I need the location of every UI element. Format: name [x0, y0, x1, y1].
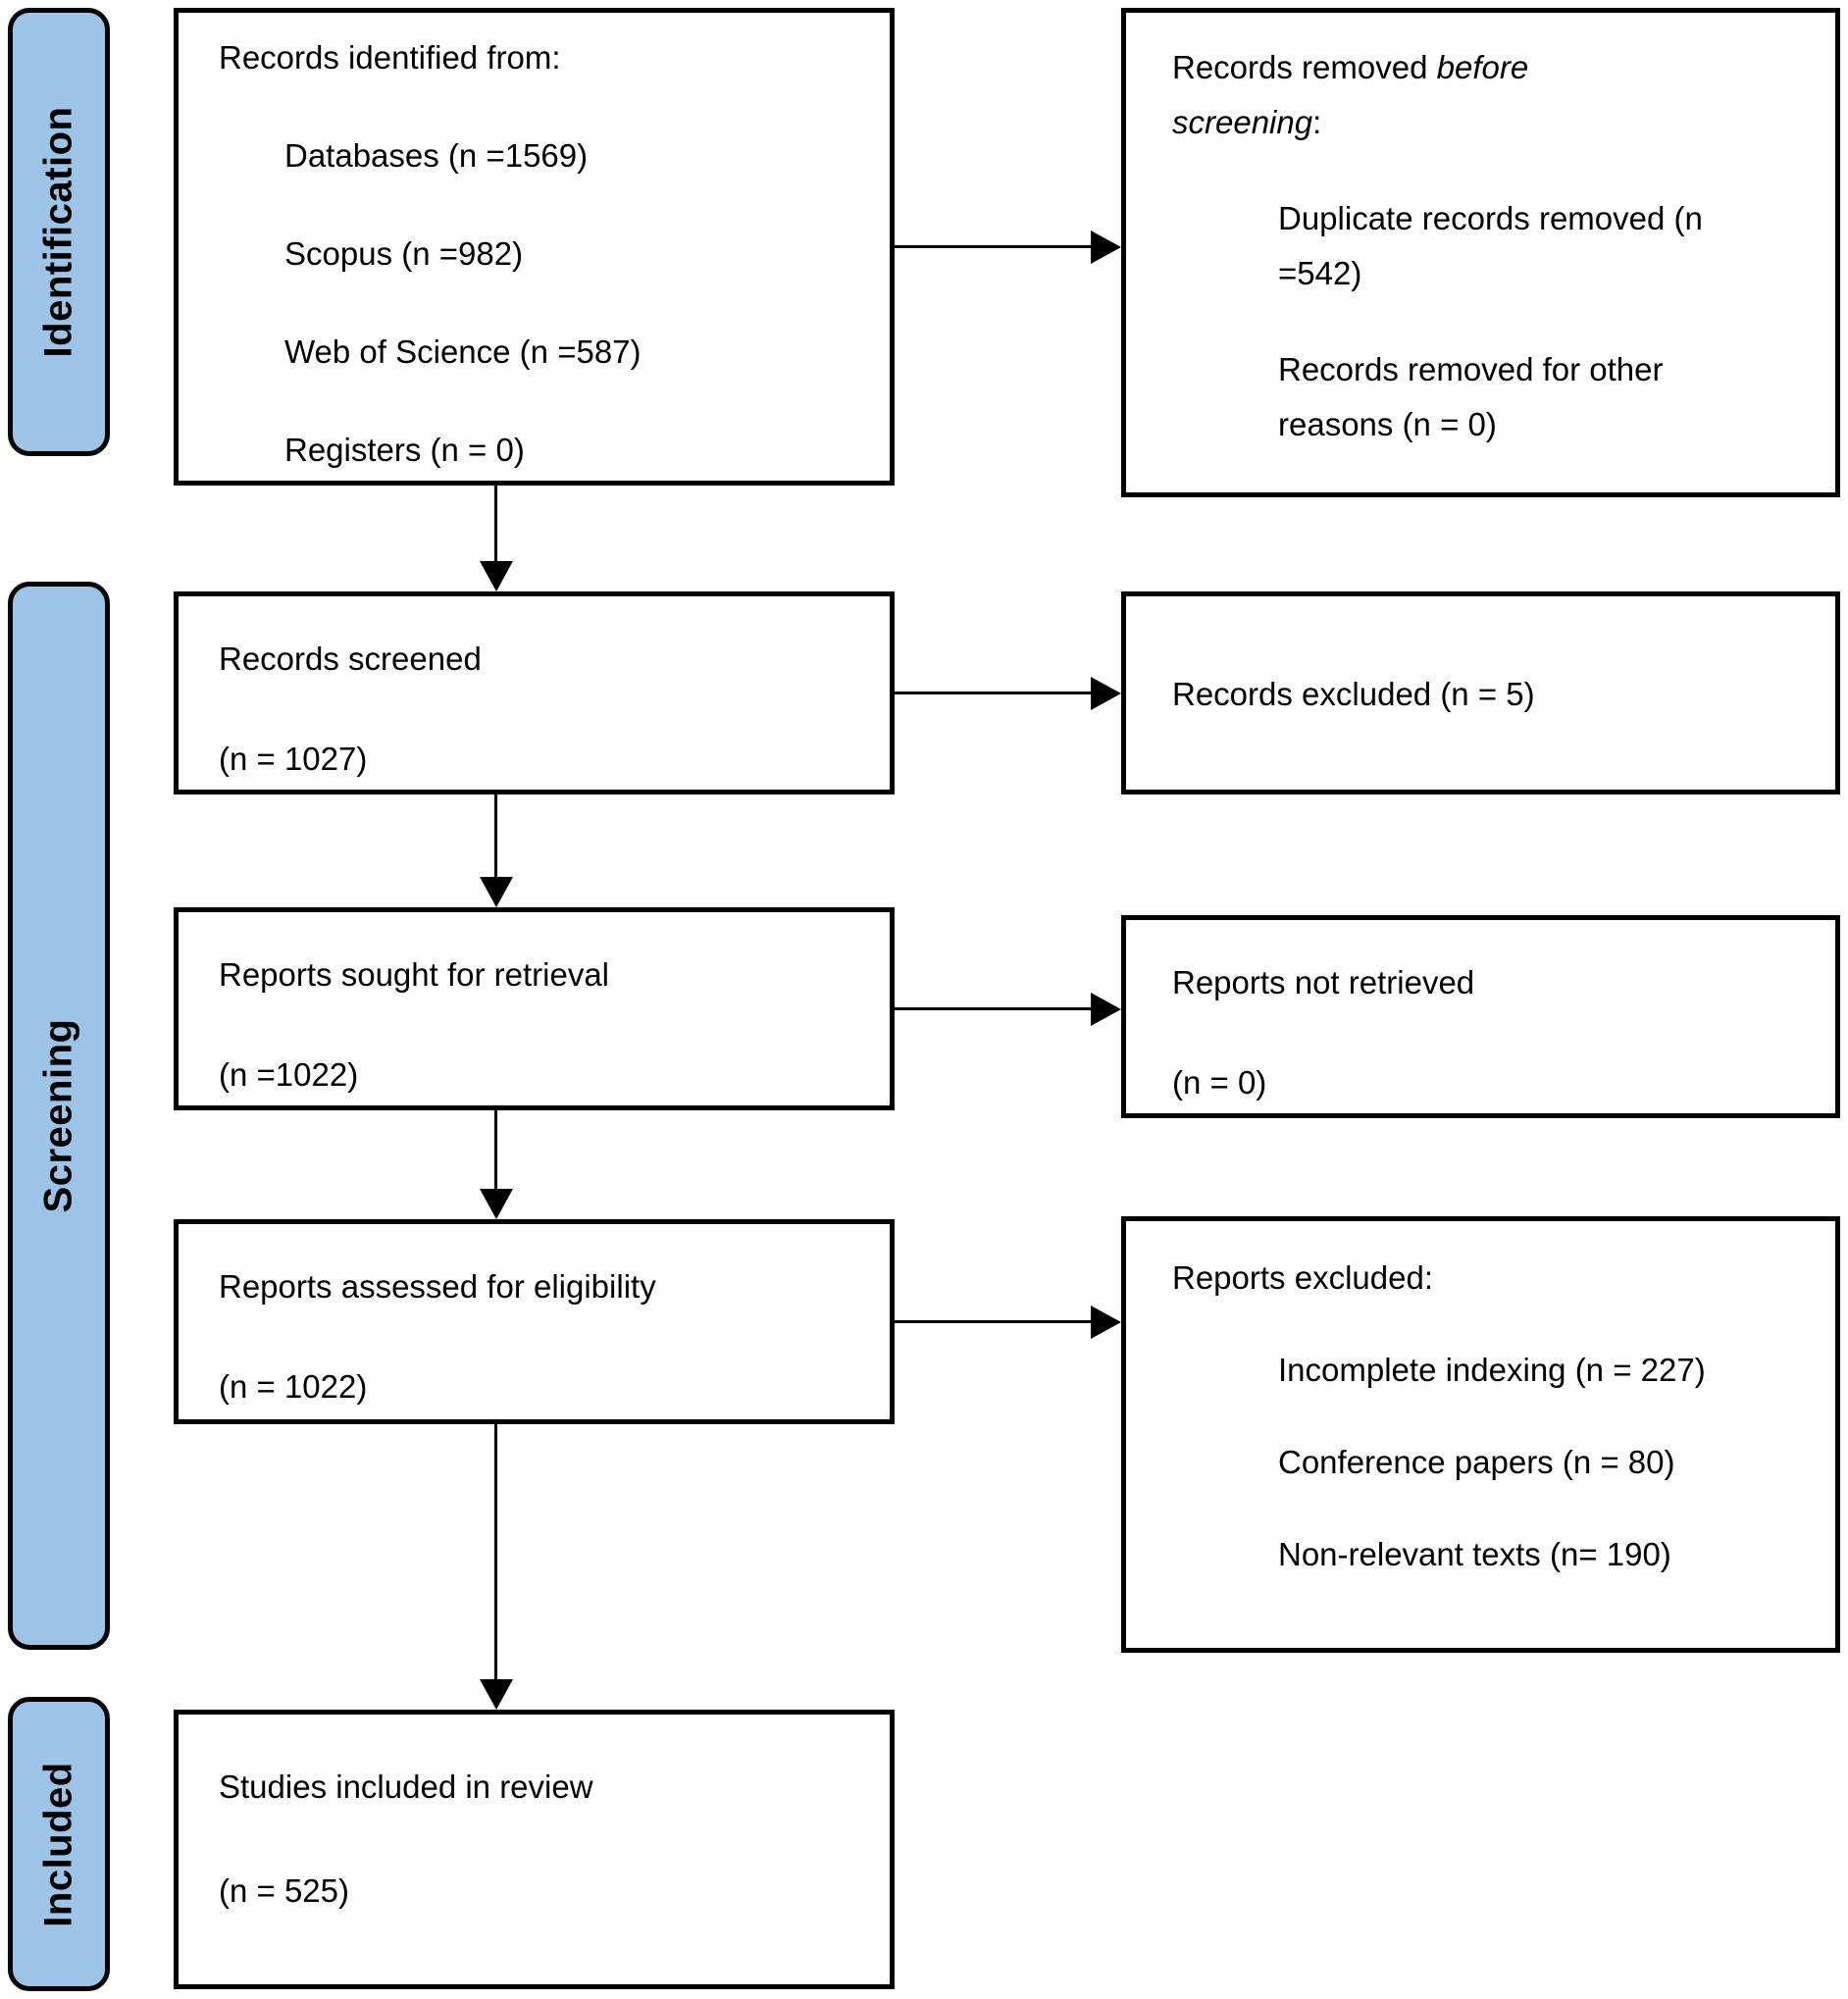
records-removed-item: Duplicate records removed (n =542) — [1278, 200, 1703, 291]
reports-not-retrieved-count: (n = 0) — [1172, 1064, 1267, 1101]
reports-assessed-line: Reports assessed for eligibility — [219, 1268, 656, 1305]
arrow-line — [494, 1424, 497, 1682]
reports-sought-count: (n =1022) — [219, 1056, 359, 1093]
records-identified-title: Records identified from: — [219, 39, 561, 76]
box-records-excluded: Records excluded (n = 5) — [1121, 591, 1840, 794]
stage-label-identification: Identification — [36, 106, 80, 358]
box-reports-assessed: Reports assessed for eligibility (n = 10… — [174, 1219, 895, 1424]
arrow-head-down-icon — [480, 1679, 513, 1710]
arrow-head-right-icon — [1091, 231, 1121, 264]
arrow-head-down-icon — [480, 877, 513, 907]
records-removed-title-prefix: Records removed — [1172, 49, 1437, 85]
arrow-head-down-icon — [480, 561, 513, 591]
records-identified-item: Web of Science (n =587) — [284, 333, 642, 370]
arrow-line — [895, 1320, 1092, 1323]
records-excluded-line: Records excluded (n = 5) — [1172, 676, 1535, 712]
stage-label-screening: Screening — [36, 1018, 80, 1213]
arrow-line — [895, 692, 1092, 694]
stage-bar-identification: Identification — [8, 8, 110, 456]
reports-excluded-item: Conference papers (n = 80) — [1278, 1444, 1675, 1480]
arrow-line — [494, 794, 497, 880]
arrow-head-right-icon — [1091, 993, 1121, 1026]
box-studies-included: Studies included in review (n = 525) — [174, 1710, 895, 1989]
reports-sought-line: Reports sought for retrieval — [219, 956, 610, 993]
box-reports-sought: Reports sought for retrieval (n =1022) — [174, 907, 895, 1110]
arrow-head-down-icon — [480, 1189, 513, 1219]
reports-excluded-title: Reports excluded: — [1172, 1259, 1433, 1296]
studies-included-line: Studies included in review — [219, 1768, 593, 1805]
records-removed-title-suffix: : — [1312, 104, 1322, 140]
stage-bar-included: Included — [8, 1697, 110, 1991]
studies-included-count: (n = 525) — [219, 1872, 349, 1909]
box-reports-not-retrieved: Reports not retrieved (n = 0) — [1121, 915, 1840, 1118]
arrow-line — [494, 486, 497, 564]
box-records-screened: Records screened (n = 1027) — [174, 591, 895, 794]
arrow-head-right-icon — [1091, 677, 1121, 710]
arrow-head-right-icon — [1091, 1306, 1121, 1339]
records-removed-title: Records removed before screening: — [1172, 40, 1682, 150]
stage-label-included: Included — [36, 1761, 80, 1927]
arrow-line — [895, 1007, 1092, 1010]
records-identified-item: Databases (n =1569) — [284, 137, 589, 174]
arrow-line — [895, 245, 1092, 248]
reports-assessed-count: (n = 1022) — [219, 1368, 368, 1405]
reports-not-retrieved-line: Reports not retrieved — [1172, 964, 1475, 1000]
records-removed-item: Records removed for other reasons (n = 0… — [1278, 351, 1664, 442]
records-screened-count: (n = 1027) — [219, 741, 368, 777]
records-identified-item: Scopus (n =982) — [284, 235, 524, 272]
reports-excluded-item: Incomplete indexing (n = 227) — [1278, 1352, 1706, 1388]
records-removed-title-emphasis: before screening — [1172, 49, 1529, 140]
box-records-removed-before-screening: Records removed before screening: Duplic… — [1121, 8, 1840, 497]
arrow-line — [494, 1110, 497, 1192]
records-screened-line: Records screened — [219, 641, 482, 677]
stage-bar-screening: Screening — [8, 582, 110, 1650]
records-identified-item: Registers (n = 0) — [284, 432, 525, 468]
reports-excluded-item: Non-relevant texts (n= 190) — [1278, 1536, 1671, 1572]
box-records-identified: Records identified from: Databases (n =1… — [174, 8, 895, 486]
box-reports-excluded: Reports excluded: Incomplete indexing (n… — [1121, 1216, 1840, 1653]
